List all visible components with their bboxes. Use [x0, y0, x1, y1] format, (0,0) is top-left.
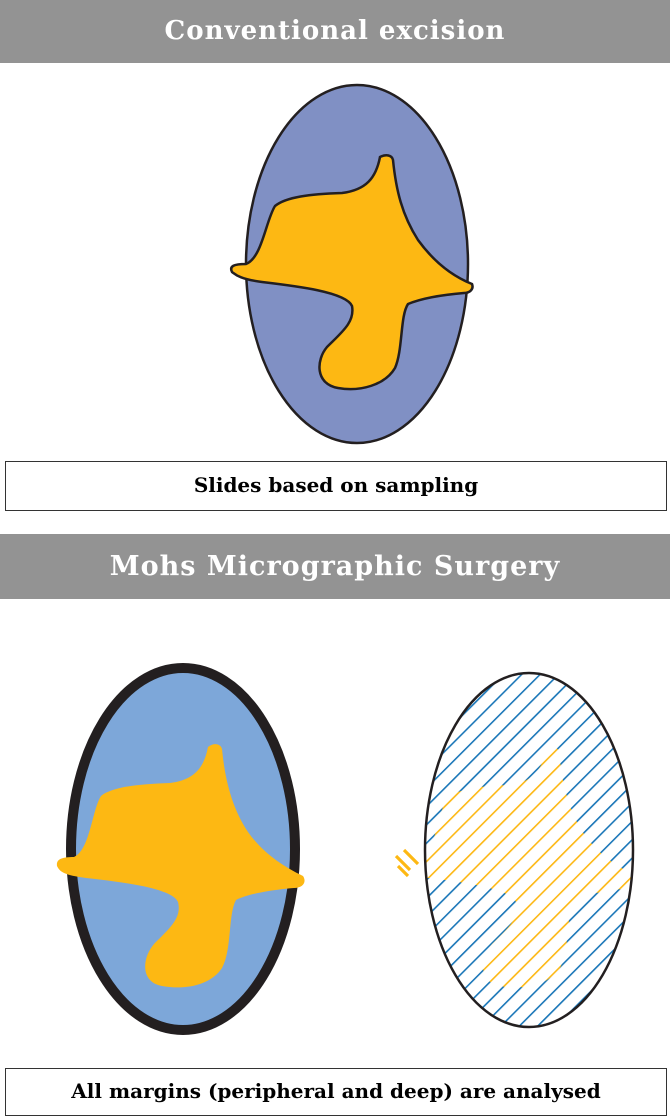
mohs-surgery-caption: All margins (peripheral and deep) are an…	[5, 1068, 667, 1116]
conventional-excision-header: Conventional excision	[0, 0, 670, 63]
tumour-extension-marks	[396, 850, 418, 876]
mohs-surgery-header: Mohs Micrographic Surgery	[0, 534, 670, 599]
conventional-excision-caption: Slides based on sampling	[5, 461, 667, 511]
conventional-specimen	[231, 85, 472, 443]
mohs-hatched-section	[396, 668, 640, 1038]
mohs-specimen	[57, 668, 305, 1030]
